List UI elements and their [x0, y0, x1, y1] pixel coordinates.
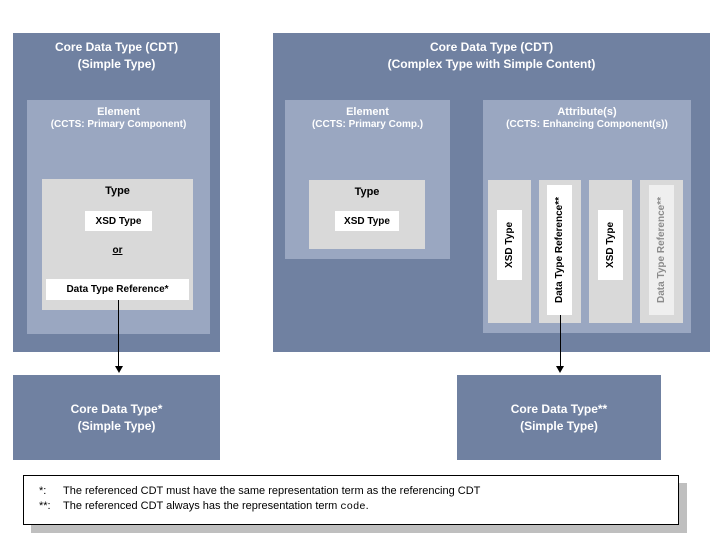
attr-xsd-type-label-1: XSD Type — [504, 222, 515, 268]
result-left-line1: Core Data Type* — [70, 401, 163, 416]
result-cdt-simple-left: Core Data Type* (Simple Type) — [13, 375, 220, 460]
attr-data-type-reference-box-1: Data Type Reference** — [547, 185, 572, 315]
footnote-text-2-after: . — [365, 500, 369, 512]
right-element-subtitle: (CCTS: Primary Comp.) — [311, 119, 424, 130]
attributes-title: Attribute(s) — [557, 106, 617, 118]
attr-column-1: XSD Type — [488, 180, 531, 323]
right-type-title: Type — [354, 186, 380, 198]
attr-column-3: XSD Type — [589, 180, 632, 323]
left-arrow-head-icon — [115, 366, 123, 373]
left-data-type-reference-box: Data Type Reference* — [46, 279, 189, 300]
left-xsd-type-box: XSD Type — [85, 211, 152, 231]
attributes-subtitle: (CCTS: Enhancing Component(s)) — [506, 119, 668, 130]
result-cdt-simple-right: Core Data Type** (Simple Type) — [457, 375, 661, 460]
footnote-text-2-body: The referenced CDT always has the repres… — [63, 500, 341, 512]
right-element-title: Element — [346, 106, 389, 118]
cdt-complex-type-title-line2: (Complex Type with Simple Content) — [387, 57, 596, 71]
attr-xsd-type-label-2: XSD Type — [605, 222, 616, 268]
left-arrow-line — [118, 300, 119, 367]
footnote-line-2: **: The referenced CDT always has the re… — [39, 499, 668, 514]
right-xsd-type-box: XSD Type — [335, 211, 399, 231]
right-arrow-line — [560, 315, 561, 367]
attr-data-type-reference-label-1: Data Type Reference** — [554, 197, 565, 303]
left-or-label: or — [112, 245, 123, 256]
attr-xsd-type-box-2: XSD Type — [598, 210, 623, 280]
footnote-text-2-code: code — [340, 501, 366, 513]
footnote-marker-1: *: — [39, 485, 47, 497]
cdt-simple-type-title: Core Data Type (CDT) (Simple Type) — [13, 33, 220, 73]
cdt-simple-type-title-line2: (Simple Type) — [77, 57, 156, 71]
attr-xsd-type-box-1: XSD Type — [497, 210, 522, 280]
right-arrow-head-icon — [556, 366, 564, 373]
result-right-line2: (Simple Type) — [520, 418, 598, 433]
attr-data-type-reference-box-2-dimmed: Data Type Reference** — [649, 185, 674, 315]
footnote-text-1-body: The referenced CDT must have the same re… — [63, 485, 481, 497]
left-type-title: Type — [105, 185, 130, 197]
footnote-line-1: *: The referenced CDT must have the same… — [39, 484, 668, 499]
left-element-subtitle: (CCTS: Primary Component) — [50, 119, 187, 130]
result-right-line1: Core Data Type** — [510, 401, 608, 416]
footnote-box: *: The referenced CDT must have the same… — [23, 475, 679, 525]
footnote-text-2: The referenced CDT always has the repres… — [63, 499, 369, 514]
attributes-subpanel: Attribute(s) (CCTS: Enhancing Component(… — [483, 100, 691, 333]
left-element-title: Element — [97, 106, 140, 118]
footnote-marker-2: **: — [39, 500, 51, 512]
cdt-simple-type-title-line1: Core Data Type (CDT) — [54, 40, 179, 54]
result-left-line2: (Simple Type) — [77, 418, 156, 433]
left-type-box: Type XSD Type or Data Type Reference* — [42, 179, 193, 310]
cdt-complex-type-title: Core Data Type (CDT) (Complex Type with … — [273, 33, 710, 73]
cdt-complex-type-title-line1: Core Data Type (CDT) — [429, 40, 554, 54]
footnote-text-1: The referenced CDT must have the same re… — [63, 484, 480, 499]
attr-column-4: Data Type Reference** — [640, 180, 683, 323]
attr-data-type-reference-label-2: Data Type Reference** — [656, 197, 667, 303]
attr-column-2: Data Type Reference** — [539, 180, 581, 323]
right-type-box: Type XSD Type — [309, 180, 425, 249]
